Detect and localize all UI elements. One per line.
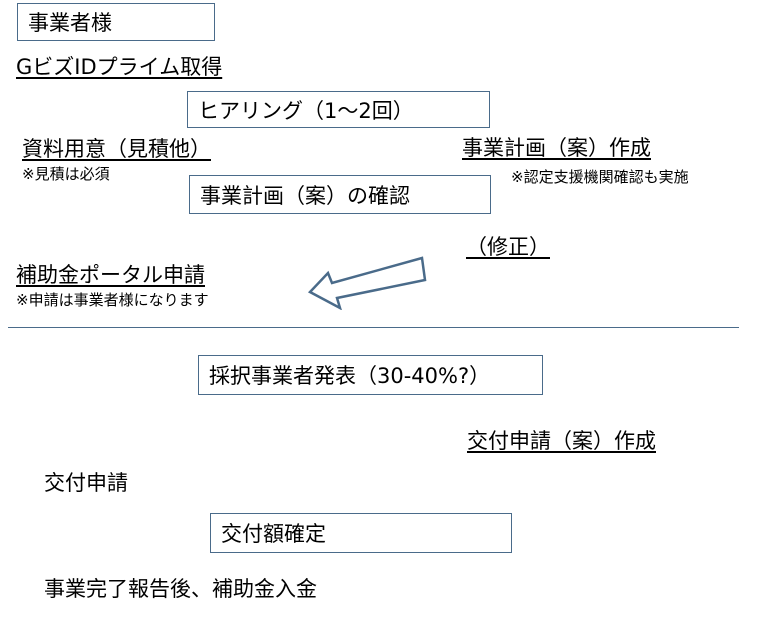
grant-apply-step: 交付申請 (44, 471, 128, 495)
hearing-label: ヒアリング（1～2回） (198, 98, 414, 123)
adoption-box: 採択事業者発表（30-40%?） (198, 355, 543, 395)
section-divider (8, 327, 739, 328)
portal-step: 補助金ポータル申請 (16, 263, 205, 287)
hearing-box: ヒアリング（1～2回） (187, 91, 490, 128)
plan-draft-step: 事業計画（案）作成 (462, 136, 651, 160)
materials-step: 資料用意（見積他） (22, 137, 211, 161)
completion-step: 事業完了報告後、補助金入金 (44, 577, 317, 601)
plan-confirm-label: 事業計画（案）の確認 (200, 183, 410, 208)
materials-note: ※見積は必須 (22, 165, 110, 183)
revision-step: （修正） (466, 235, 550, 259)
portal-note: ※申請は事業者様になります (16, 291, 209, 309)
plan-draft-note: ※認定支援機関確認も実施 (511, 168, 689, 186)
left-arrow-icon (307, 256, 427, 310)
business-operator-label: 事業者様 (28, 11, 112, 35)
grant-confirm-box: 交付額確定 (210, 513, 512, 553)
grant-draft-step: 交付申請（案）作成 (467, 429, 656, 453)
gbiz-id-step: GビズIDプライム取得 (16, 55, 223, 79)
adoption-label: 採択事業者発表（30-40%?） (209, 364, 491, 388)
grant-confirm-label: 交付額確定 (221, 522, 326, 546)
business-operator-box: 事業者様 (17, 3, 215, 41)
plan-confirm-box: 事業計画（案）の確認 (189, 175, 491, 214)
